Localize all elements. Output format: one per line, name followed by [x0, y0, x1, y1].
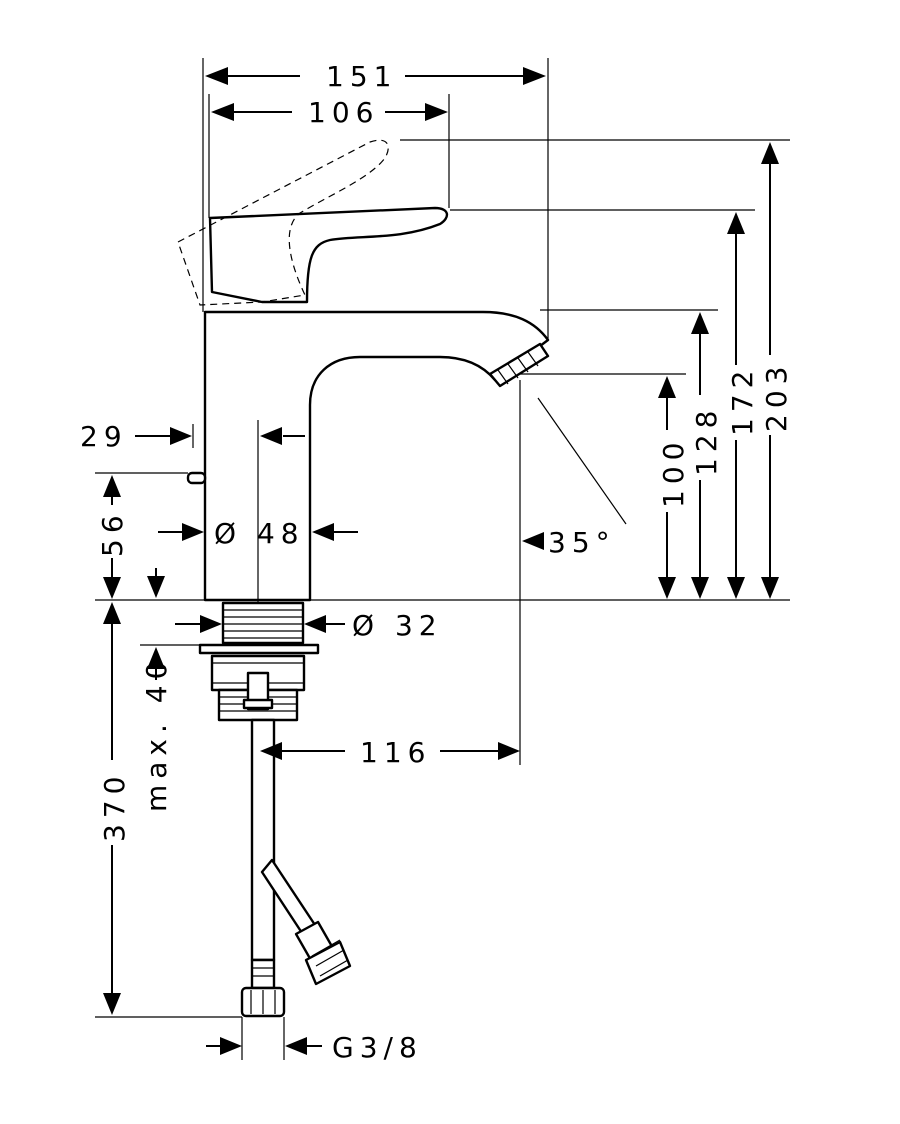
dim-label-d32: Ø 32	[352, 609, 443, 642]
dim-label-106: 106	[308, 96, 379, 129]
dim-label-100: 100	[657, 437, 690, 508]
threaded-shank	[221, 601, 305, 645]
dim-label-128: 128	[690, 405, 723, 476]
supply-hoses	[240, 718, 352, 1018]
faucet-body	[177, 139, 550, 620]
supply-hose-straight	[250, 718, 276, 962]
dim-thread: G3/8	[206, 1031, 423, 1064]
dim-label-29: 29	[80, 420, 128, 453]
dim-spray-angle: 35°	[522, 526, 616, 559]
dim-label-35deg: 35°	[548, 526, 616, 559]
dim-spout-reach: 116	[260, 736, 520, 769]
dim-lever-height: 56	[96, 475, 129, 599]
dim-shank-diameter: Ø 32	[175, 609, 443, 642]
dim-label-203: 203	[760, 361, 793, 432]
dim-hose-length: 370	[98, 602, 131, 1015]
washer	[198, 643, 320, 655]
dim-label-d48: Ø 48	[214, 517, 305, 550]
dim-label-max40: max. 40	[140, 656, 173, 812]
dim-lever-reach: 106	[211, 96, 448, 129]
dim-height-203: 203	[760, 142, 793, 599]
body-and-spout-outline	[203, 310, 550, 602]
popup-rod-knob	[186, 471, 207, 485]
dim-height-100: 100	[657, 376, 690, 599]
dim-height-172: 172	[726, 212, 759, 599]
dim-label-56: 56	[96, 509, 129, 557]
dim-max-counter-thickness: max. 40	[140, 568, 173, 812]
dim-label-370: 370	[98, 771, 131, 842]
dim-label-151: 151	[326, 60, 397, 93]
mounting-parts	[198, 601, 320, 722]
extension-lines	[95, 58, 790, 1060]
dim-height-128: 128	[690, 312, 723, 599]
lever-raised-outline	[177, 139, 389, 306]
lever-handle	[208, 206, 449, 304]
dim-overall-length: 151	[205, 60, 546, 93]
aerator	[488, 342, 550, 388]
dim-label-172: 172	[726, 365, 759, 436]
dim-label-116: 116	[360, 736, 431, 769]
dim-body-diameter: Ø 48	[158, 517, 358, 550]
hose-fitting-straight	[240, 958, 286, 1018]
hose-fitting-angled	[294, 920, 352, 986]
dim-lever-axis-offset: 29	[80, 420, 305, 453]
dim-label-g38: G3/8	[332, 1031, 423, 1064]
